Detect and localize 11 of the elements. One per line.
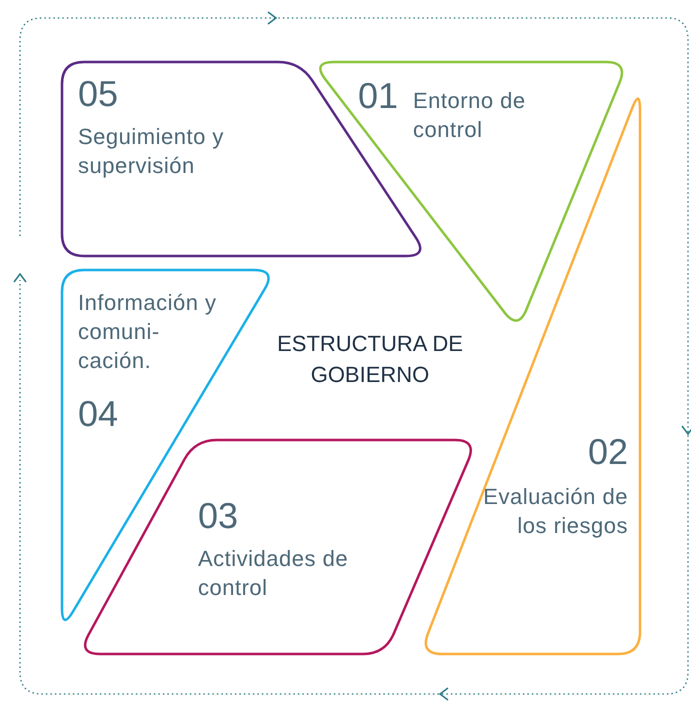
- center-title: ESTRUCTURA DE GOBIERNO: [276, 330, 464, 389]
- step-number: 03: [198, 498, 240, 534]
- step-number: 04: [78, 396, 120, 432]
- step-number: 02: [586, 434, 628, 470]
- step-number: 05: [78, 76, 120, 112]
- step-label: Información y comuni- cación.: [78, 289, 218, 375]
- step-number: 01: [358, 78, 400, 114]
- step-label: Actividades de control: [198, 545, 350, 602]
- step-label: Seguimiento y supervisión: [78, 123, 225, 180]
- step-label: Evaluación de los riesgos: [482, 483, 628, 540]
- step-label: Entorno de control: [413, 87, 527, 144]
